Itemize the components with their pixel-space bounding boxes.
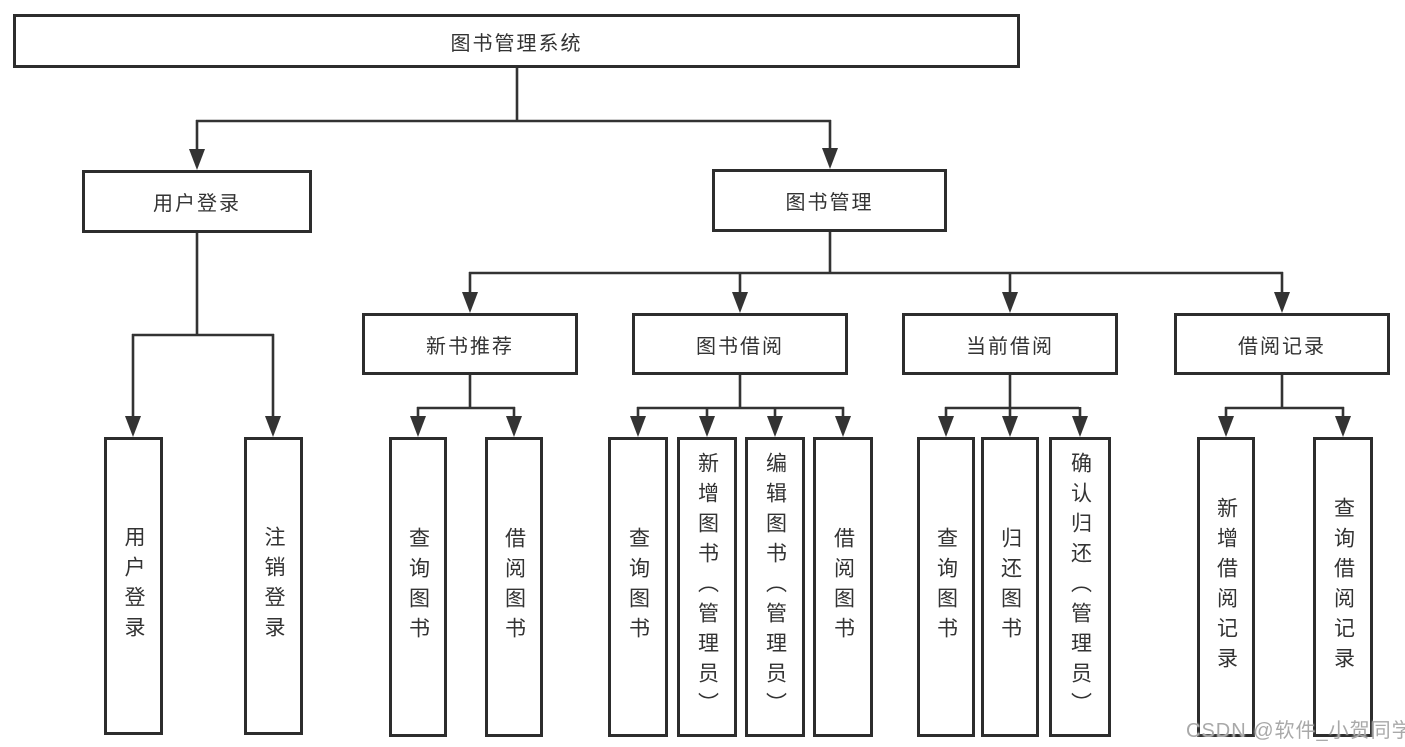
leaf-label: 注销登录 — [262, 526, 285, 646]
node-borrowing-records: 借阅记录 — [1174, 313, 1390, 375]
leaf-recommend-query-books: 查询图书 — [389, 437, 447, 737]
leaf-confirm-return-admin: 确认归还︵管理员︶ — [1049, 437, 1111, 737]
leaf-current-query-books: 查询图书 — [917, 437, 975, 737]
node-book-borrowing: 图书借阅 — [632, 313, 848, 375]
node-current-borrowing: 当前借阅 — [902, 313, 1118, 375]
leaf-label: 借阅图书 — [502, 527, 526, 647]
leaf-label: 确认归还︵管理员︶ — [1068, 452, 1092, 722]
leaf-user-login: 用户登录 — [104, 437, 163, 735]
leaf-recommend-borrow-books: 借阅图书 — [485, 437, 543, 737]
watermark: CSDN @软件_小贺同学 — [1186, 720, 1405, 742]
node-new-book-recommendation: 新书推荐 — [362, 313, 578, 375]
leaf-label: 编辑图书︵管理员︶ — [763, 452, 787, 722]
leaf-borrowing-query-books: 查询图书 — [608, 437, 668, 737]
leaf-label: 查询借阅记录 — [1331, 497, 1355, 677]
leaf-query-borrow-record: 查询借阅记录 — [1313, 437, 1373, 737]
leaf-label: 查询图书 — [626, 527, 650, 647]
leaf-logout: 注销登录 — [244, 437, 303, 735]
leaf-return-books: 归还图书 — [981, 437, 1039, 737]
leaf-edit-books-admin: 编辑图书︵管理员︶ — [745, 437, 805, 737]
leaf-label: 借阅图书 — [831, 527, 855, 647]
leaf-add-books-admin: 新增图书︵管理员︶ — [677, 437, 737, 737]
leaf-label: 查询图书 — [934, 527, 958, 647]
leaf-borrowing-borrow-books: 借阅图书 — [813, 437, 873, 737]
leaf-label: 用户登录 — [122, 526, 145, 646]
leaf-add-borrow-record: 新增借阅记录 — [1197, 437, 1255, 737]
leaf-label: 新增借阅记录 — [1214, 497, 1238, 677]
leaf-label: 查询图书 — [406, 527, 430, 647]
node-book-management: 图书管理 — [712, 169, 947, 232]
node-library-management-system: 图书管理系统 — [13, 14, 1020, 68]
leaf-label: 归还图书 — [998, 527, 1022, 647]
node-user-login: 用户登录 — [82, 170, 312, 233]
leaf-label: 新增图书︵管理员︶ — [695, 452, 719, 722]
